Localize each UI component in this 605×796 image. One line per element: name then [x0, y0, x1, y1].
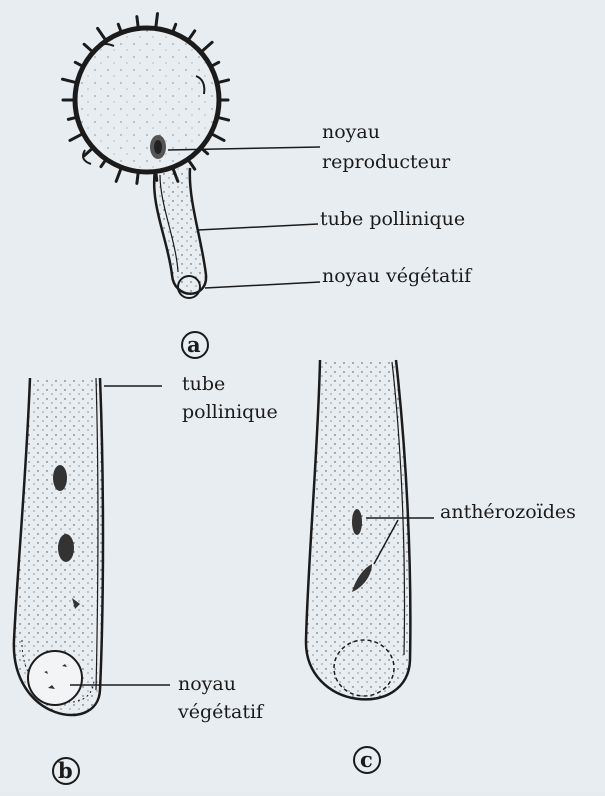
label-noyau-b-1: noyau	[178, 673, 236, 695]
pollen-spine	[137, 17, 138, 29]
antherozoide-1	[352, 509, 362, 535]
pollen-spine	[156, 14, 158, 29]
pollen-spine	[137, 171, 138, 183]
pollen-spine	[211, 62, 219, 66]
label-noyau-reproducteur-2: reproducteur	[322, 151, 451, 173]
panel-a-illustration: noyau reproducteur tube pollinique noyau…	[63, 14, 474, 358]
pollen-spine	[63, 79, 78, 83]
pollen-spine	[70, 133, 83, 140]
pollen-spine	[201, 42, 212, 52]
panel-a-letter: a	[187, 332, 201, 357]
sperm-cell-b1	[53, 465, 67, 491]
label-antherozoides: anthérozoïdes	[440, 501, 576, 523]
label-noyau-reproducteur-1: noyau	[322, 121, 380, 143]
pollen-spine	[116, 167, 121, 181]
panel-c-letter: c	[360, 747, 373, 772]
label-tube-pollinique-a: tube pollinique	[320, 208, 465, 230]
reproductive-nucleus	[150, 135, 166, 159]
pollen-tube-a	[154, 168, 206, 294]
sperm-cell-b2	[58, 534, 74, 562]
label-noyau-vegetatif-a: noyau végétatif	[322, 265, 473, 287]
pollen-grain	[63, 14, 229, 184]
pollen-spine	[98, 28, 107, 40]
label-noyau-b-2: végétatif	[177, 701, 265, 723]
label-tube-b-2: pollinique	[182, 401, 278, 423]
pollen-spine	[84, 148, 93, 156]
pollen-spine	[211, 133, 224, 140]
pollen-spine	[188, 31, 195, 41]
vegetative-nucleus-b	[28, 651, 82, 705]
pollen-spine	[75, 62, 83, 66]
label-tube-b-1: tube	[182, 373, 225, 395]
panel-b-letter: b	[58, 758, 73, 783]
pollen-spine	[101, 159, 106, 166]
panel-c-illustration: anthérozoïdes c	[306, 360, 576, 773]
panel-b-illustration: tube pollinique noyau végétatif b	[14, 373, 278, 784]
pollen-spine	[188, 159, 195, 169]
pollen-spine	[68, 117, 77, 119]
